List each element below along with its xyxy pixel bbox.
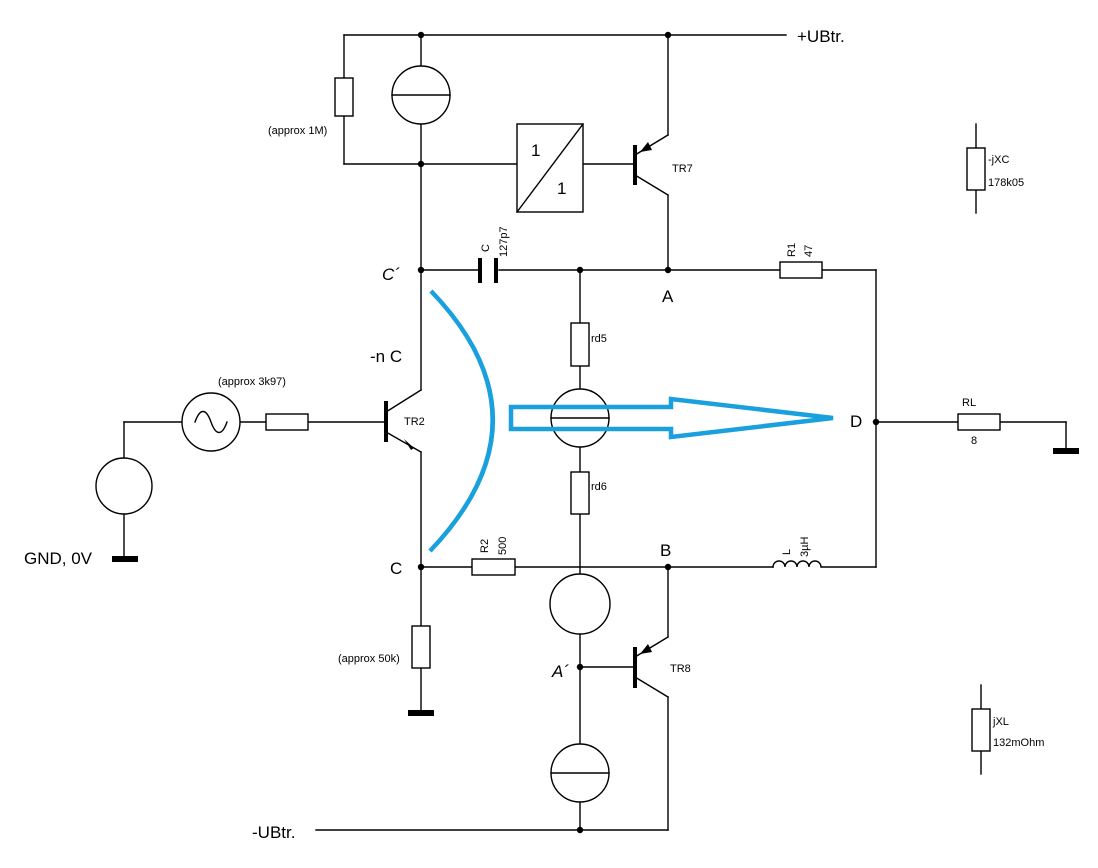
resistor-bottom-label: (approx 50k) — [338, 653, 400, 665]
current-source-top — [391, 65, 451, 125]
voltage-source-gnd — [95, 457, 153, 515]
legend-jxl-name: jXL — [992, 716, 1009, 728]
tr7-label: TR7 — [672, 163, 693, 175]
node-c-prime-label: C´ — [382, 265, 400, 284]
r2-name-label: R2 — [479, 539, 491, 553]
ground-label: GND, 0V — [24, 549, 93, 568]
r1-name-label: R1 — [786, 243, 798, 257]
tr2-label: TR2 — [404, 416, 425, 428]
wires — [123, 34, 1067, 831]
resistor-rd6 — [570, 471, 590, 515]
current-source-middle — [550, 388, 610, 448]
resistor-source-label: (approx 3k97) — [218, 376, 286, 388]
transistor-tr7 — [633, 134, 669, 196]
resistor-rl — [957, 413, 1001, 431]
legend-jxl-resistor — [971, 708, 991, 752]
r1-value-label: 47 — [803, 245, 815, 257]
transistor-tr2 — [384, 389, 422, 453]
resistor-source — [265, 413, 309, 431]
inductor-name-label: L — [781, 549, 793, 555]
ground-symbol-right — [1053, 448, 1079, 454]
arrow-annotation — [508, 396, 834, 440]
node-a-prime-label: A´ — [551, 662, 569, 681]
ground-symbol-bottom — [408, 710, 434, 716]
legend-jxc-resistor — [966, 147, 986, 191]
voltage-source-lower — [549, 573, 611, 635]
rd6-label: rd6 — [591, 481, 607, 493]
cap-value-label: 127p7 — [498, 226, 510, 257]
node-d-label: D — [850, 412, 862, 431]
junction-dots — [417, 31, 880, 834]
ground-symbol-left — [112, 556, 138, 562]
buffer-output-label: 1 — [557, 179, 566, 198]
current-source-bottom — [550, 743, 610, 803]
resistor-bottom — [411, 625, 431, 669]
rail-negative-label: -UBtr. — [252, 823, 295, 842]
resistor-r1 — [779, 261, 823, 279]
resistor-top-label: (approx 1M) — [268, 125, 327, 137]
node-neg-nc-label: -n C — [370, 347, 402, 366]
buffer-input-label: 1 — [531, 141, 540, 160]
node-b-label: B — [660, 541, 671, 560]
rd5-label: rd5 — [591, 333, 607, 345]
rl-name-label: RL — [962, 397, 976, 409]
legend-jxc-value: 178k05 — [988, 177, 1024, 189]
curved-annotation — [428, 289, 495, 553]
capacitor-c — [478, 258, 498, 283]
ac-source — [181, 392, 241, 452]
tr8-label: TR8 — [670, 663, 691, 675]
r2-value-label: 500 — [497, 537, 509, 555]
resistor-rd5 — [570, 322, 590, 367]
node-a-label: A — [662, 287, 674, 306]
resistor-r2 — [471, 558, 516, 576]
unity-buffer — [516, 123, 584, 213]
rl-value-label: 8 — [971, 435, 977, 447]
node-c-label: C — [390, 559, 402, 578]
resistor-top — [334, 77, 354, 117]
cap-name-label: C — [480, 244, 492, 252]
rail-positive-label: +UBtr. — [797, 27, 845, 46]
inductor-value-label: 3µH — [799, 537, 811, 557]
legend-jxl-value: 132mOhm — [993, 737, 1044, 749]
legend-jxc-name: -jXC — [988, 154, 1009, 166]
transistor-tr8 — [633, 636, 669, 698]
inductor-l — [772, 560, 822, 568]
